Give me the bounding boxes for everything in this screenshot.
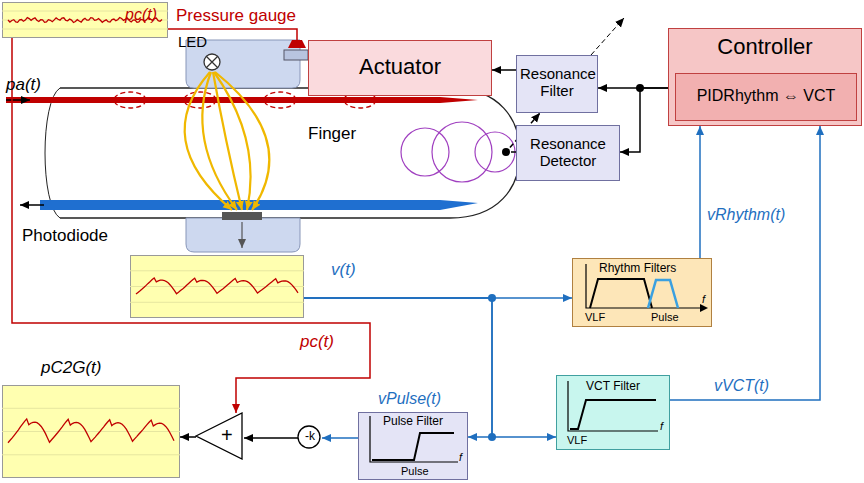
node-title: pC2G(t) [41,358,101,378]
signal-connector [699,126,701,258]
node-figure [195,412,243,460]
node-title: Resonance Detector [517,135,619,170]
filter-box: Rhythm FiltersVLF Pulse f [572,258,712,327]
signal-name: vRhythm(t) [707,206,785,224]
node-title: VCT Filter [557,380,669,394]
axis-label: f [660,420,663,433]
axis-label: f [459,451,462,464]
node-title: Controller [669,34,861,59]
summer-triangle: + [196,413,244,461]
filter-box: Pulse FilterPulse f [358,412,468,480]
node-title: pc(t) [125,6,157,24]
node-title: Actuator [309,54,491,79]
signal-connector [180,436,196,438]
signal-name: pa(t) [6,75,41,95]
signal-connector [322,437,358,439]
part-name: LED [178,33,207,50]
actuator-box: Actuator [308,40,492,96]
node-title: Resonance Filter [517,65,597,100]
node-title: Pulse Filter [359,415,467,429]
axis-label: f [702,293,705,306]
node-title: PIDRhythm ⇔ VCT [676,87,856,105]
signal-name: vVCT(t) [714,377,769,395]
part-name: Photodiode [22,226,108,246]
axis-label: Pulse [401,465,429,478]
axis-label: VLF [567,434,587,447]
node-title: Rhythm Filters [599,262,676,276]
signal-connector [304,298,556,437]
signal-name: vPulse(t) [378,390,441,408]
part-name: Pressure gauge [176,6,296,26]
signal-chart: v(t) [130,255,304,318]
filter-box: VCT FilterVLF f [556,375,670,450]
signal-chart: pc(t) [2,2,168,38]
signal-name: pc(t) [300,332,334,352]
axis-label: VLF [585,311,605,324]
node-title: -k [298,430,322,444]
controller-mode-box: PIDRhythm ⇔ VCT [675,73,857,121]
node-figure [130,255,304,318]
node-title: v(t) [331,260,356,280]
node-title: + [221,424,233,447]
signal-connector [620,88,668,152]
signal-chart: pC2G(t) [2,385,180,478]
signal-connector [244,437,298,439]
detector-box: Resonance Detector [516,125,620,181]
part-name: Finger [308,124,356,144]
gain-circle: -k [298,426,322,450]
filter-box: Resonance Filter [516,55,598,113]
node-figure [2,385,180,478]
axis-label: Pulse [651,311,679,324]
signal-connector [492,69,516,71]
controller-box: ControllerPIDRhythm ⇔ VCT [668,28,862,126]
